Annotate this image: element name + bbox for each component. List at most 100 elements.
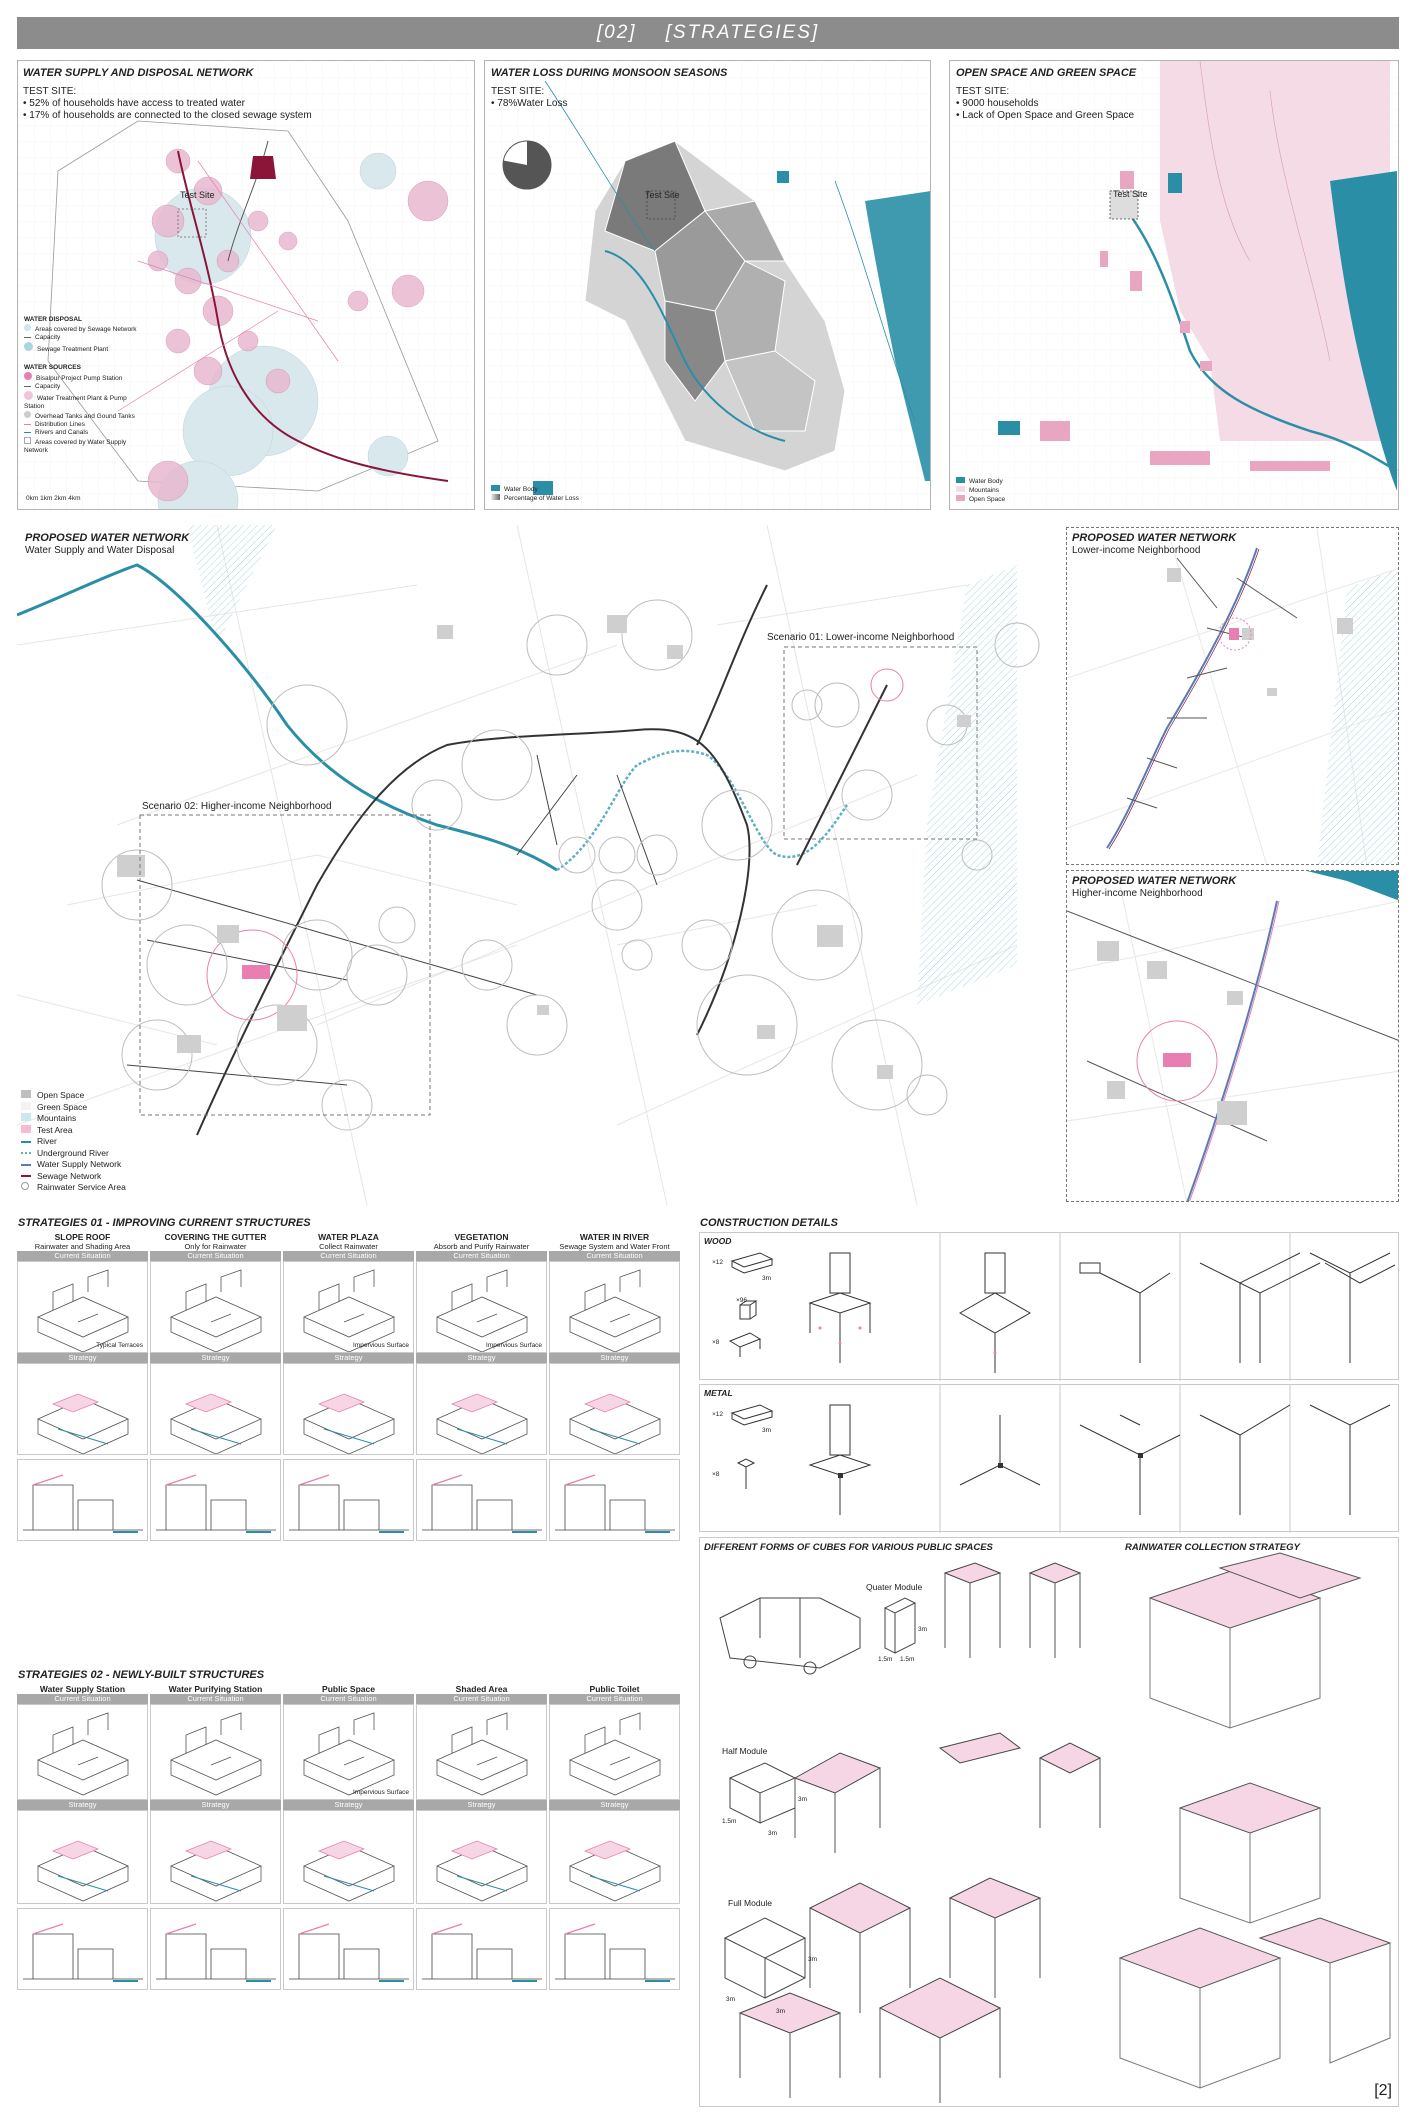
- strategy-bar: Strategy: [283, 1353, 414, 1363]
- cubes-title: DIFFERENT FORMS OF CUBES FOR VARIOUS PUB…: [704, 1542, 993, 1553]
- legend-item: Mountains: [21, 1113, 126, 1125]
- strategy-bar: Strategy: [549, 1353, 680, 1363]
- proposed-network-map: [17, 525, 1040, 1205]
- stat-bullet: • 52% of households have access to treat…: [23, 98, 245, 109]
- legend-item: Test Area: [21, 1124, 126, 1137]
- strategy-bar: Strategy: [283, 1800, 414, 1810]
- strategy-column-title: Water Purifying Station: [168, 1684, 263, 1694]
- stat-bullet: • 78%Water Loss: [491, 98, 568, 109]
- current-situation-bar: Current Situation: [416, 1251, 547, 1261]
- water-loss-map-graphic: [485, 61, 930, 509]
- strategy-column-title: WATER IN RIVER: [579, 1232, 650, 1242]
- section-drawing: [150, 1459, 281, 1541]
- legend-item: Sewage Treatment Plant: [24, 342, 144, 354]
- strategies01-title: STRATEGIES 01 - IMPROVING CURRENT STRUCT…: [18, 1217, 311, 1229]
- strategy-drawing: [17, 1810, 148, 1904]
- stat-bullet: • 9000 households: [956, 98, 1039, 109]
- strategy-column-subtitle: Absorb and Purify Rainwater: [433, 1242, 530, 1251]
- legend-item: Capacity: [24, 334, 144, 342]
- current-situation-bar: Current Situation: [283, 1694, 414, 1704]
- strategy-bar: Strategy: [549, 1800, 680, 1810]
- test-site-heading: TEST SITE:: [491, 86, 545, 97]
- water-supply-legend: WATER DISPOSAL Areas covered by Sewage N…: [24, 316, 144, 455]
- current-situation-drawing: [17, 1704, 148, 1800]
- strategy-column-title: Shaded Area: [455, 1684, 508, 1694]
- strategy-drawing: [549, 1810, 680, 1904]
- count-label: ×96: [736, 1297, 748, 1304]
- section-drawing: [17, 1908, 148, 1990]
- scenario2-label: Scenario 02: Higher-income Neighborhood: [142, 801, 332, 812]
- legend-heading: WATER DISPOSAL: [24, 316, 83, 323]
- wood-joint-drawings: [728, 1233, 1396, 1381]
- panel-title: WATER LOSS DURING MONSOON SEASONS: [491, 67, 728, 79]
- current-situation-bar: Current Situation: [283, 1251, 414, 1261]
- current-situation-drawing: Impervious Surface: [283, 1704, 414, 1800]
- current-situation-drawing: [549, 1261, 680, 1353]
- panel-subtitle: Lower-income Neighborhood: [1072, 545, 1201, 556]
- current-situation-drawing: Typical Terraces: [17, 1261, 148, 1353]
- strategies02-title: STRATEGIES 02 - NEWLY-BUILT STRUCTURES: [18, 1669, 265, 1681]
- strategy-bar: Strategy: [416, 1353, 547, 1363]
- strategy-column-title: Public Toilet: [589, 1684, 640, 1694]
- scenario1-label: Scenario 01: Lower-income Neighborhood: [767, 632, 955, 643]
- legend-item: River: [21, 1136, 126, 1148]
- dimension-label: 3m: [808, 1956, 818, 1963]
- strategy-column-subtitle: Rainwater and Shading Area: [34, 1242, 131, 1251]
- count-label: ×12: [712, 1259, 724, 1266]
- strategy-column-title: SLOPE ROOF: [54, 1232, 111, 1242]
- dimension-label: 3m: [776, 2008, 786, 2015]
- strategy-drawing: [549, 1363, 680, 1455]
- construction-title: CONSTRUCTION DETAILS: [700, 1217, 838, 1229]
- cube-modules-drawing: [719, 1552, 1392, 2103]
- legend-item: Areas covered by Water Supply Network: [24, 437, 127, 454]
- test-site-heading: TEST SITE:: [956, 86, 1010, 97]
- map-open-space-panel: OPEN SPACE AND GREEN SPACE TEST SITE: • …: [949, 60, 1399, 510]
- current-situation-drawing: [549, 1704, 680, 1800]
- panel-title: PROPOSED WATER NETWORK: [1072, 875, 1237, 887]
- strategy-drawing: [416, 1363, 547, 1455]
- count-label: ×8: [712, 1339, 720, 1346]
- current-situation-bar: Current Situation: [150, 1694, 281, 1704]
- legend-item: Bisalpur Project Pump Station: [24, 372, 144, 383]
- metal-label: METAL: [704, 1388, 733, 1398]
- panel-title: PROPOSED WATER NETWORK: [1072, 532, 1237, 544]
- section-drawing: [150, 1908, 281, 1990]
- strategy-drawing: [416, 1810, 547, 1904]
- current-situation-bar: Current Situation: [17, 1694, 148, 1704]
- map-water-supply-panel: WATER SUPPLY AND DISPOSAL NETWORK TEST S…: [17, 60, 475, 510]
- wood-label: WOOD: [704, 1236, 732, 1246]
- current-situation-drawing: Impervious Surface: [283, 1261, 414, 1353]
- legend-item: Water Body: [956, 477, 1005, 486]
- legend-item: Open Space: [21, 1090, 126, 1102]
- water-loss-pie-chart: [502, 140, 552, 190]
- dimension-label: 3m: [918, 1626, 928, 1633]
- strategy-column-subtitle: Sewage System and Water Front: [559, 1242, 670, 1251]
- strategy-bar: Strategy: [17, 1800, 148, 1810]
- legend-item: Rainwater Service Area: [21, 1182, 126, 1194]
- panel-title: OPEN SPACE AND GREEN SPACE: [956, 67, 1137, 79]
- dimension-label: 3m: [768, 1830, 778, 1837]
- legend-item: Percentage of Water Loss: [491, 494, 579, 503]
- legend-item: Sewage Network: [21, 1171, 126, 1183]
- open-space-legend: Water Body Mountains Open Space: [956, 477, 1005, 504]
- section-drawing: [283, 1908, 414, 1990]
- legend-item: Open Space: [956, 495, 1005, 504]
- panel-subtitle: Water Supply and Water Disposal: [25, 545, 175, 556]
- metal-joint-drawings: [730, 1385, 1391, 1533]
- current-situation-bar: Current Situation: [150, 1251, 281, 1261]
- wood-row: WOOD ×12 ×96 ×8 3m: [699, 1232, 1399, 1381]
- strategy-bar: Strategy: [150, 1353, 281, 1363]
- water-loss-legend: Water Body Percentage of Water Loss: [491, 485, 579, 503]
- legend-item: Rivers and Canals: [24, 429, 144, 437]
- strategy-drawing: [150, 1810, 281, 1904]
- dimension-label: 3m: [798, 1796, 808, 1803]
- drawing-note: Impervious Surface: [486, 1342, 542, 1349]
- legend-item: Distribution Lines: [24, 421, 144, 429]
